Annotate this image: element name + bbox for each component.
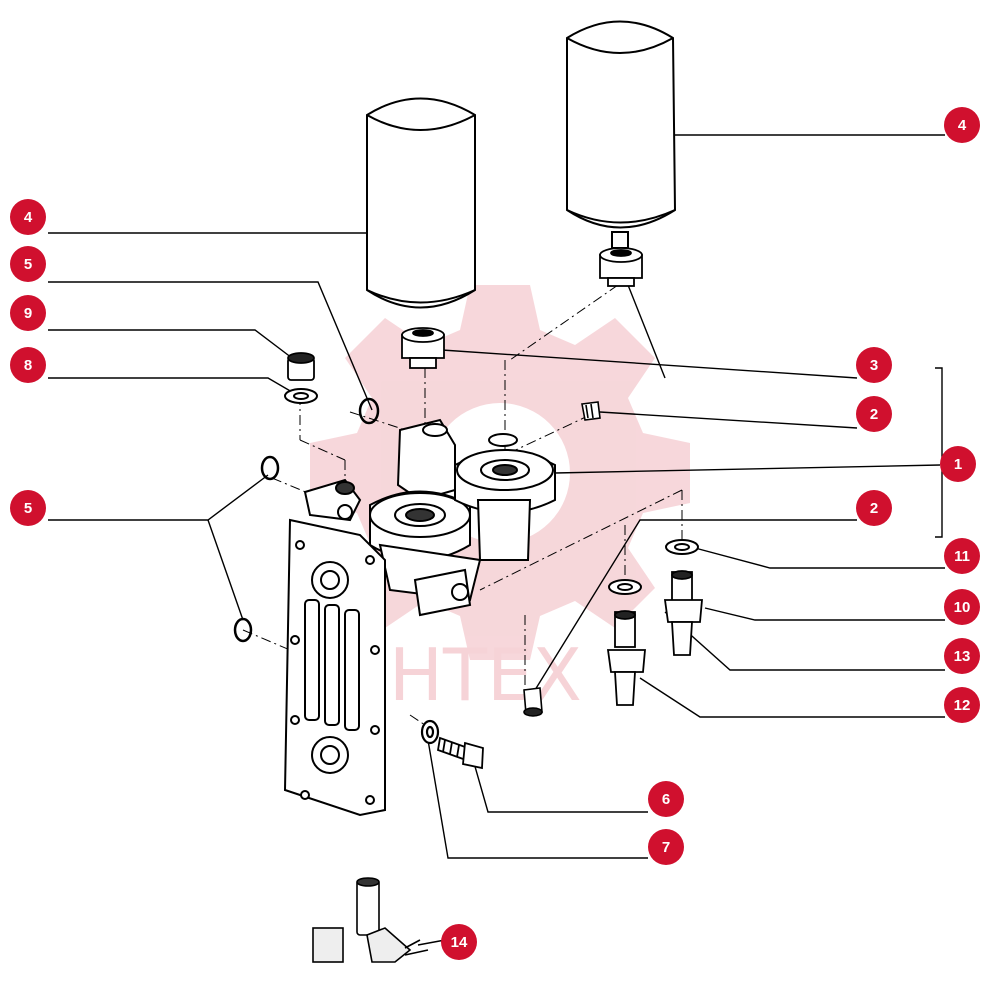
washer-part-13 — [608, 579, 642, 595]
washer-part-7 — [420, 719, 440, 745]
callout-2-mid: 2 — [856, 490, 892, 526]
callout-4-right: 4 — [944, 107, 980, 143]
leader-lines — [48, 134, 945, 946]
threaded-nipple-right — [599, 247, 643, 287]
plug-part-9 — [287, 352, 315, 381]
callout-10: 10 — [944, 589, 980, 625]
grub-screw-part-2-lower — [523, 687, 543, 717]
valve-part-10 — [663, 570, 703, 656]
o-ring-part-5-top — [358, 397, 380, 425]
callout-13: 13 — [944, 638, 980, 674]
callout-1: 1 — [940, 446, 976, 482]
callout-14: 14 — [441, 924, 477, 960]
filter-cartridge-right — [566, 20, 677, 249]
filter-head-housing — [303, 418, 556, 617]
callout-12: 12 — [944, 687, 980, 723]
callout-3: 3 — [856, 347, 892, 383]
callout-2-top: 2 — [856, 396, 892, 432]
washer-part-11 — [665, 539, 699, 555]
callout-6: 6 — [648, 781, 684, 817]
callout-11: 11 — [944, 538, 980, 574]
washer-part-8 — [284, 388, 318, 404]
threaded-nipple-left — [401, 327, 445, 369]
callout-8: 8 — [10, 347, 46, 383]
callout-5-top: 5 — [10, 246, 46, 282]
filter-cartridge-left — [366, 97, 476, 309]
callout-9: 9 — [10, 295, 46, 331]
callout-5-left: 5 — [10, 490, 46, 526]
o-ring-part-5-upper-left — [260, 455, 280, 481]
sensor-part-14 — [312, 877, 429, 963]
valve-part-12 — [606, 610, 646, 706]
callout-4-left: 4 — [10, 199, 46, 235]
o-ring-part-5-lower-left — [233, 617, 253, 643]
grub-screw-part-2-top — [581, 401, 601, 421]
mounting-base-plate — [283, 518, 386, 817]
bolt-part-6 — [436, 736, 484, 770]
callout-7: 7 — [648, 829, 684, 865]
